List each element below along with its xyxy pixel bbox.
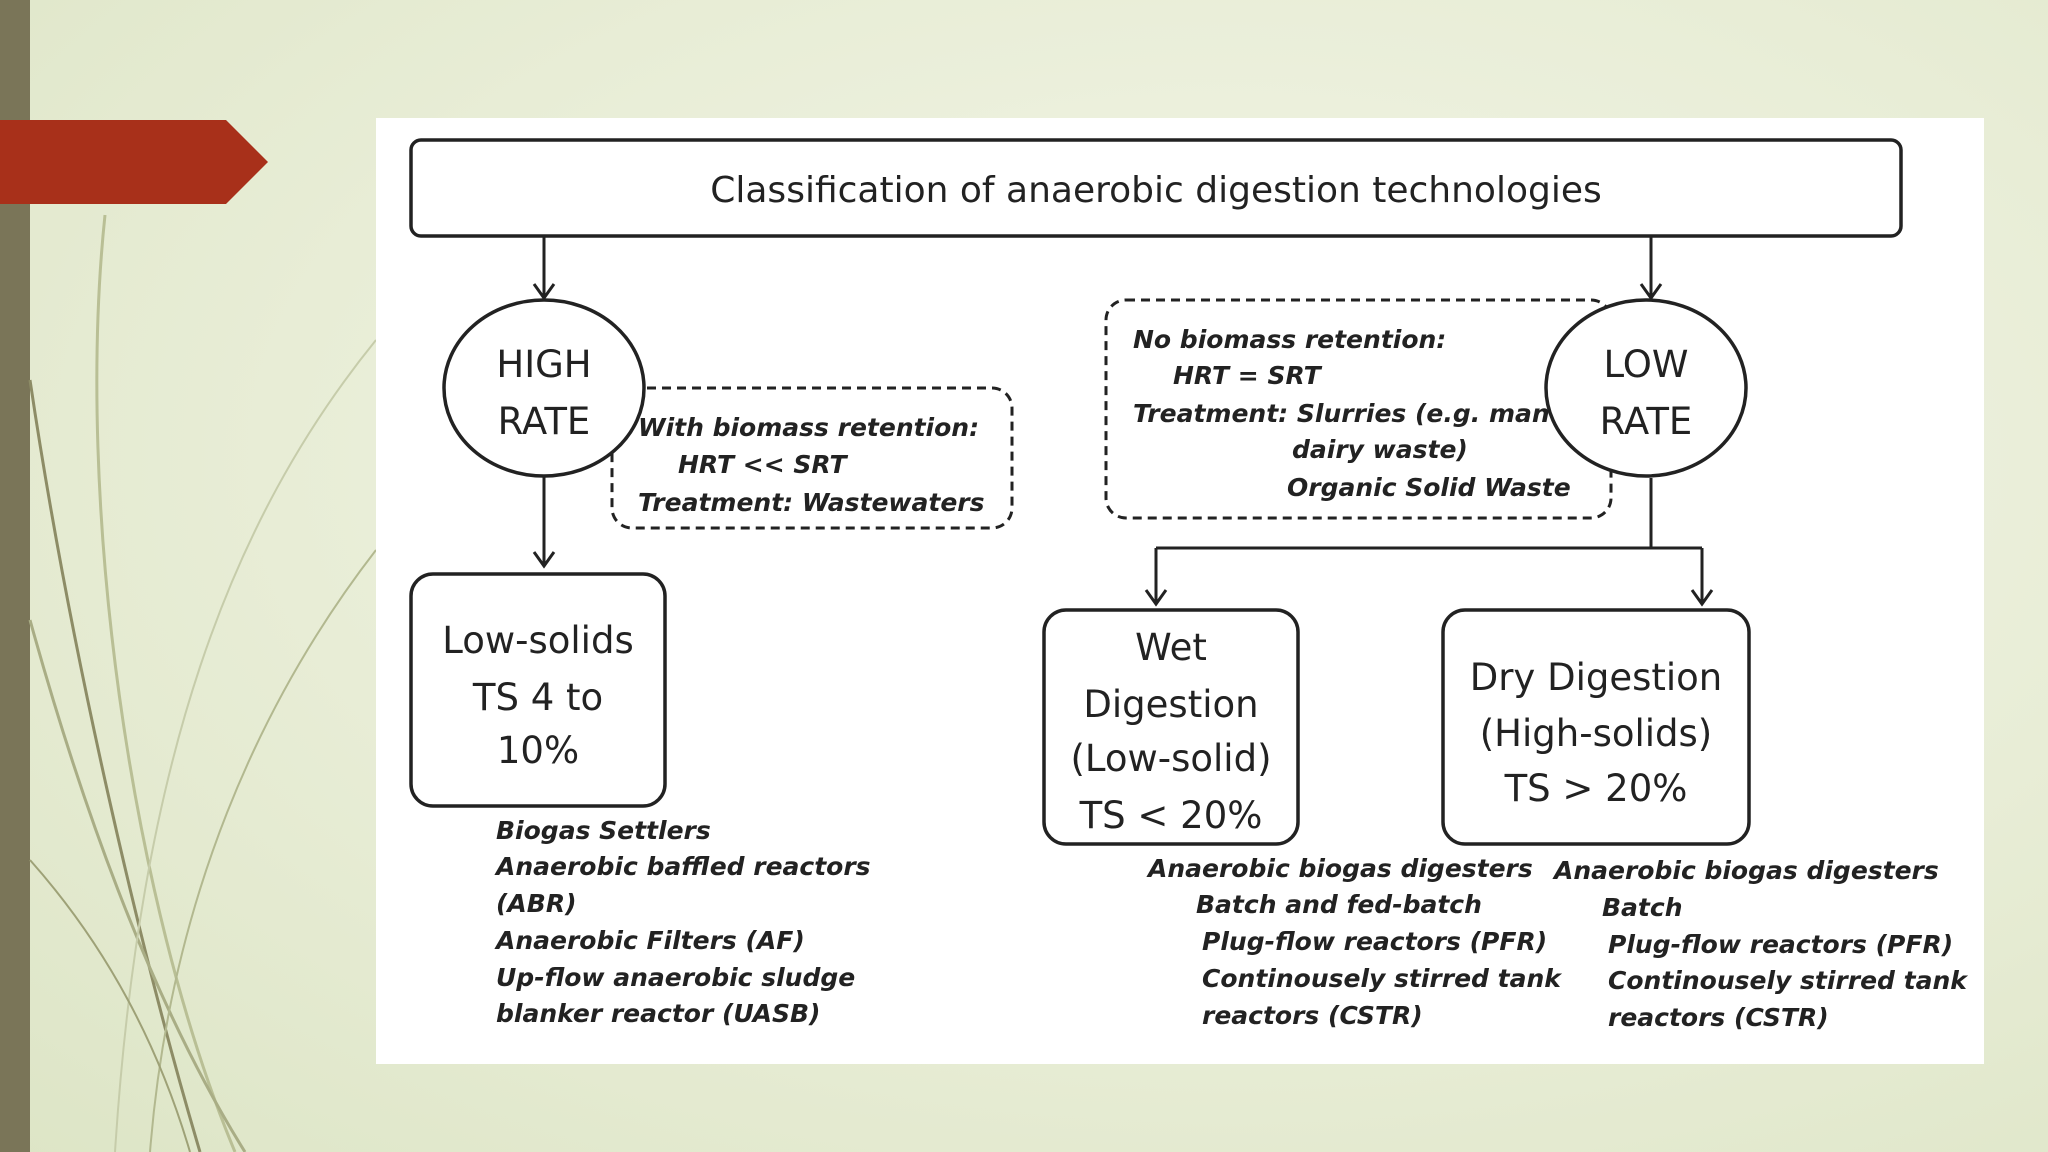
high-rate-note-box — [610, 386, 1014, 530]
dry-example-1: Anaerobic biogas digesters — [1552, 856, 1939, 885]
high-rate-node — [442, 298, 646, 478]
low-rate-note-line-4: dairy waste) — [1292, 435, 1468, 464]
low-rate-note-line-1: No biomass retention: — [1133, 325, 1446, 354]
dry-digestion-line-1: Dry Digestion — [1470, 656, 1723, 699]
arrowhead-lowsolids — [532, 551, 556, 569]
wet-example-1: Anaerobic biogas digesters — [1146, 854, 1533, 883]
dry-digestion-line-2: (High-solids) — [1480, 712, 1713, 755]
high-rate-note-line-3: Treatment: Wastewaters — [638, 488, 984, 517]
low-rate-line-2: RATE — [1600, 400, 1693, 443]
arrowhead-high — [532, 283, 556, 301]
dry-digestion-box — [1441, 608, 1751, 846]
diagram-title: Classification of anaerobic digestion te… — [710, 170, 1602, 211]
title-box — [409, 138, 1903, 238]
anaerobic-digestion-diagram: Classification of anaerobic digestion te… — [409, 138, 1968, 1032]
arrowhead-wet — [1144, 589, 1168, 607]
dry-example-2: Batch — [1602, 893, 1683, 922]
dry-digestion-line-3: TS > 20% — [1504, 767, 1688, 810]
arrowhead-dry — [1690, 589, 1714, 607]
wet-digestion-line-2: Digestion — [1083, 683, 1258, 726]
low-solids-line-1: Low-solids — [442, 619, 633, 662]
high-rate-note-line-1: With biomass retention: — [638, 413, 979, 442]
wet-digestion-line-3: (Low-solid) — [1070, 737, 1271, 780]
wet-digestion-line-1: Wet — [1135, 626, 1207, 669]
low-rate-node — [1544, 298, 1748, 478]
wet-example-4: Continousely stirred tank — [1202, 964, 1562, 993]
low-solids-example-2: Anaerobic baffled reactors — [494, 852, 871, 881]
arrowhead-low — [1639, 283, 1663, 301]
low-solids-example-3: (ABR) — [496, 889, 577, 918]
low-rate-note-line-5: Organic Solid Waste — [1287, 473, 1571, 502]
wet-example-3: Plug-flow reactors (PFR) — [1202, 927, 1547, 956]
low-solids-example-1: Biogas Settlers — [496, 816, 711, 845]
dry-example-3: Plug-flow reactors (PFR) — [1608, 930, 1953, 959]
low-solids-example-5: Up-flow anaerobic sludge — [496, 963, 855, 992]
high-rate-line-2: RATE — [498, 400, 591, 443]
wet-example-2: Batch and fed-batch — [1196, 890, 1482, 919]
low-solids-box — [409, 572, 667, 808]
high-rate-note-line-2: HRT << SRT — [678, 450, 849, 479]
dry-example-4: Continousely stirred tank — [1608, 966, 1968, 995]
low-solids-example-4: Anaerobic Filters (AF) — [494, 926, 805, 955]
wet-digestion-box — [1042, 608, 1300, 846]
low-rate-note-line-3: Treatment: Slurries (e.g. manure, — [1133, 399, 1606, 428]
low-rate-note-line-2: HRT = SRT — [1173, 361, 1323, 390]
high-rate-line-1: HIGH — [496, 343, 591, 386]
wet-example-5: reactors (CSTR) — [1202, 1001, 1423, 1030]
wet-digestion-line-4: TS < 20% — [1079, 794, 1263, 837]
low-solids-example-6: blanker reactor (UASB) — [496, 999, 820, 1028]
low-rate-line-1: LOW — [1603, 343, 1688, 386]
low-solids-line-2: TS 4 to — [472, 676, 603, 719]
dry-example-5: reactors (CSTR) — [1608, 1003, 1829, 1032]
low-solids-line-3: 10% — [497, 729, 579, 772]
